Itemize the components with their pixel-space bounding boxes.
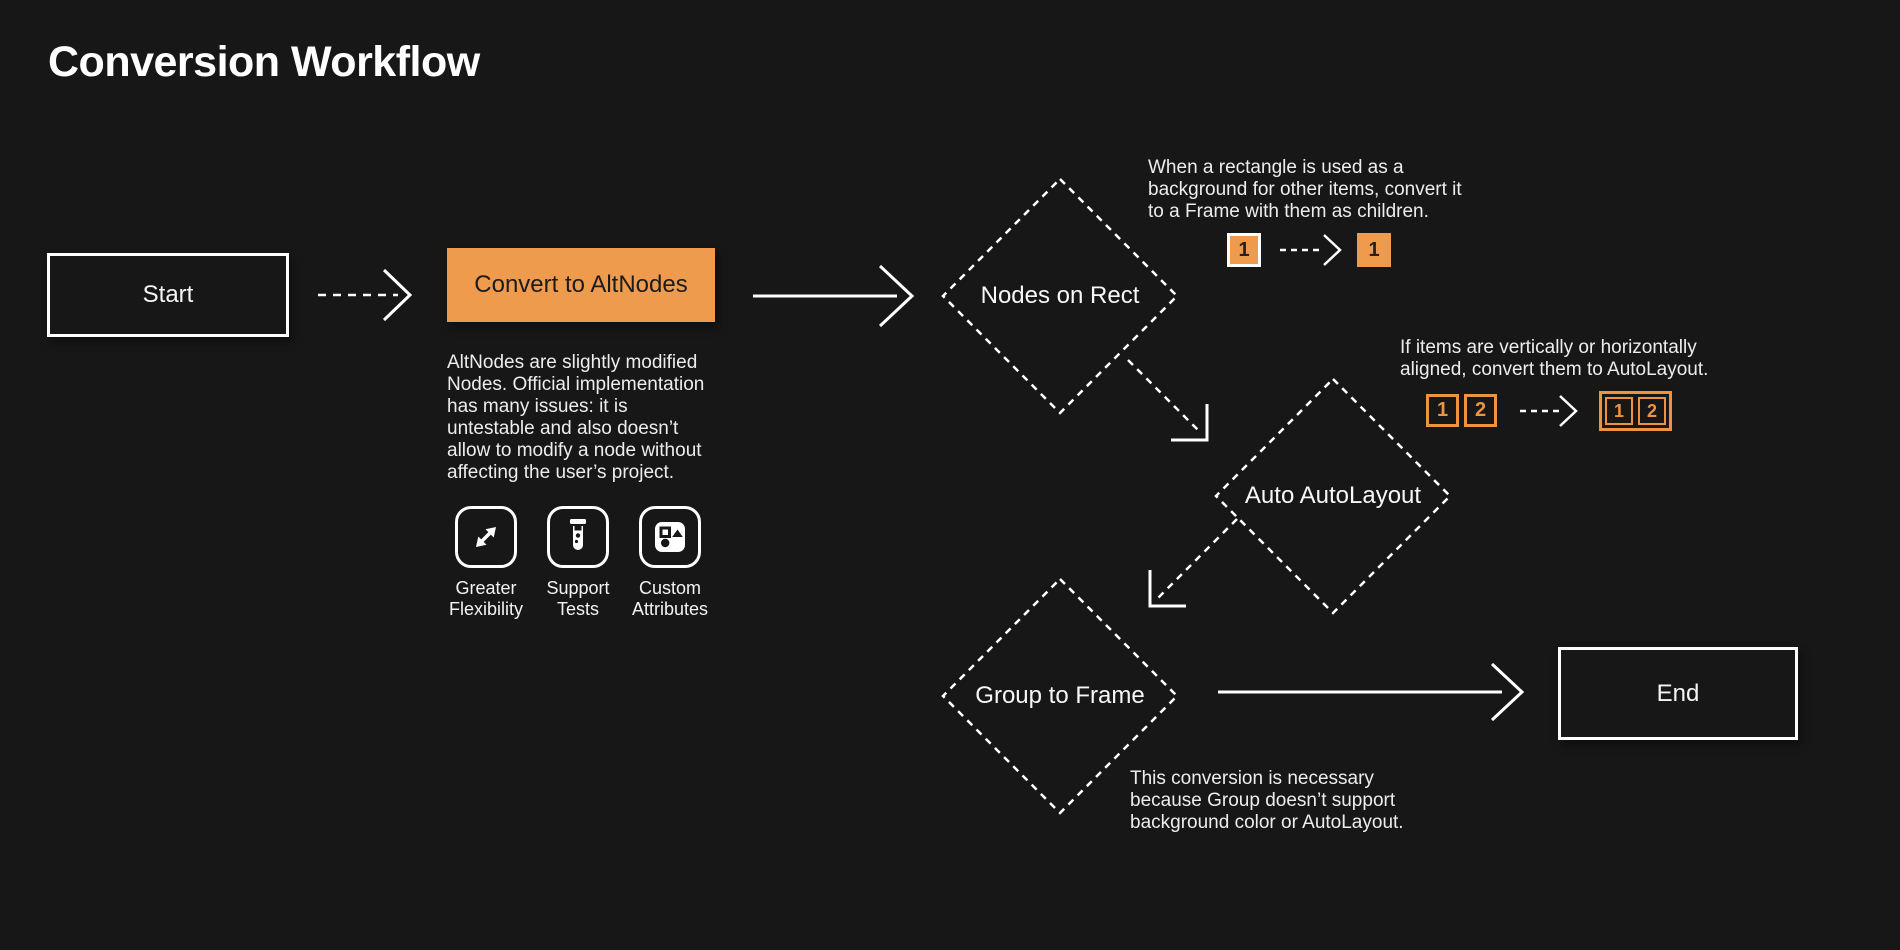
autolayout-example-before-chip-1: 1 — [1426, 394, 1459, 427]
end-label: End — [1656, 679, 1700, 707]
flow-node-group-to-frame: Group to Frame — [975, 682, 1145, 709]
autolayout-example-after-chip-1: 1 — [1605, 397, 1633, 425]
arrow-auto-autolayout-to-group-to-frame — [1148, 518, 1238, 608]
feature-support-tests: Support Tests — [532, 506, 624, 620]
arrow-start-to-convert — [318, 268, 413, 322]
rect-example-before-chip: 1 — [1227, 233, 1261, 267]
nodes-on-rect-note: When a rectangle is used as a background… — [1148, 157, 1462, 222]
autolayout-example-after-chip-2: 2 — [1638, 397, 1666, 425]
arrow-convert-to-nodes-on-rect — [753, 264, 915, 328]
feature-greater-flexibility: Greater Flexibility — [440, 506, 532, 620]
arrow-rect-example — [1280, 234, 1342, 266]
feature-custom-attributes: Custom Attributes — [624, 506, 716, 620]
expand-arrows-icon — [455, 506, 517, 568]
flow-node-nodes-on-rect: Nodes on Rect — [980, 282, 1140, 309]
flow-node-convert-to-altnodes: Convert to AltNodes — [447, 248, 715, 322]
arrow-autolayout-example — [1520, 395, 1578, 427]
start-label: Start — [142, 281, 194, 308]
feature-label: Custom Attributes — [631, 578, 709, 619]
flow-node-auto-autolayout: Auto AutoLayout — [1244, 482, 1422, 509]
convert-label: Convert to AltNodes — [474, 271, 688, 298]
group-to-frame-note: This conversion is necessary because Gro… — [1130, 768, 1404, 833]
altnodes-feature-list: Greater Flexibility Support Tests — [440, 506, 716, 620]
flow-node-end: End — [1558, 647, 1798, 740]
feature-label: Support Tests — [546, 578, 610, 619]
test-tube-icon — [547, 506, 609, 568]
altnodes-description: AltNodes are slightly modified Nodes. Of… — [447, 352, 705, 483]
feature-label: Greater Flexibility — [448, 578, 523, 619]
autolayout-example-after-group: 1 2 — [1599, 391, 1672, 431]
shapes-icon — [639, 506, 701, 568]
flow-node-start: Start — [47, 253, 289, 337]
arrow-group-to-frame-to-end — [1218, 662, 1525, 722]
arrow-nodes-on-rect-to-auto-autolayout — [1127, 359, 1209, 442]
autolayout-example-before-chip-2: 2 — [1464, 394, 1497, 427]
page-title: Conversion Workflow — [48, 38, 480, 86]
auto-autolayout-note: If items are vertically or horizontally … — [1400, 337, 1709, 380]
rect-example-after-chip: 1 — [1357, 233, 1391, 267]
